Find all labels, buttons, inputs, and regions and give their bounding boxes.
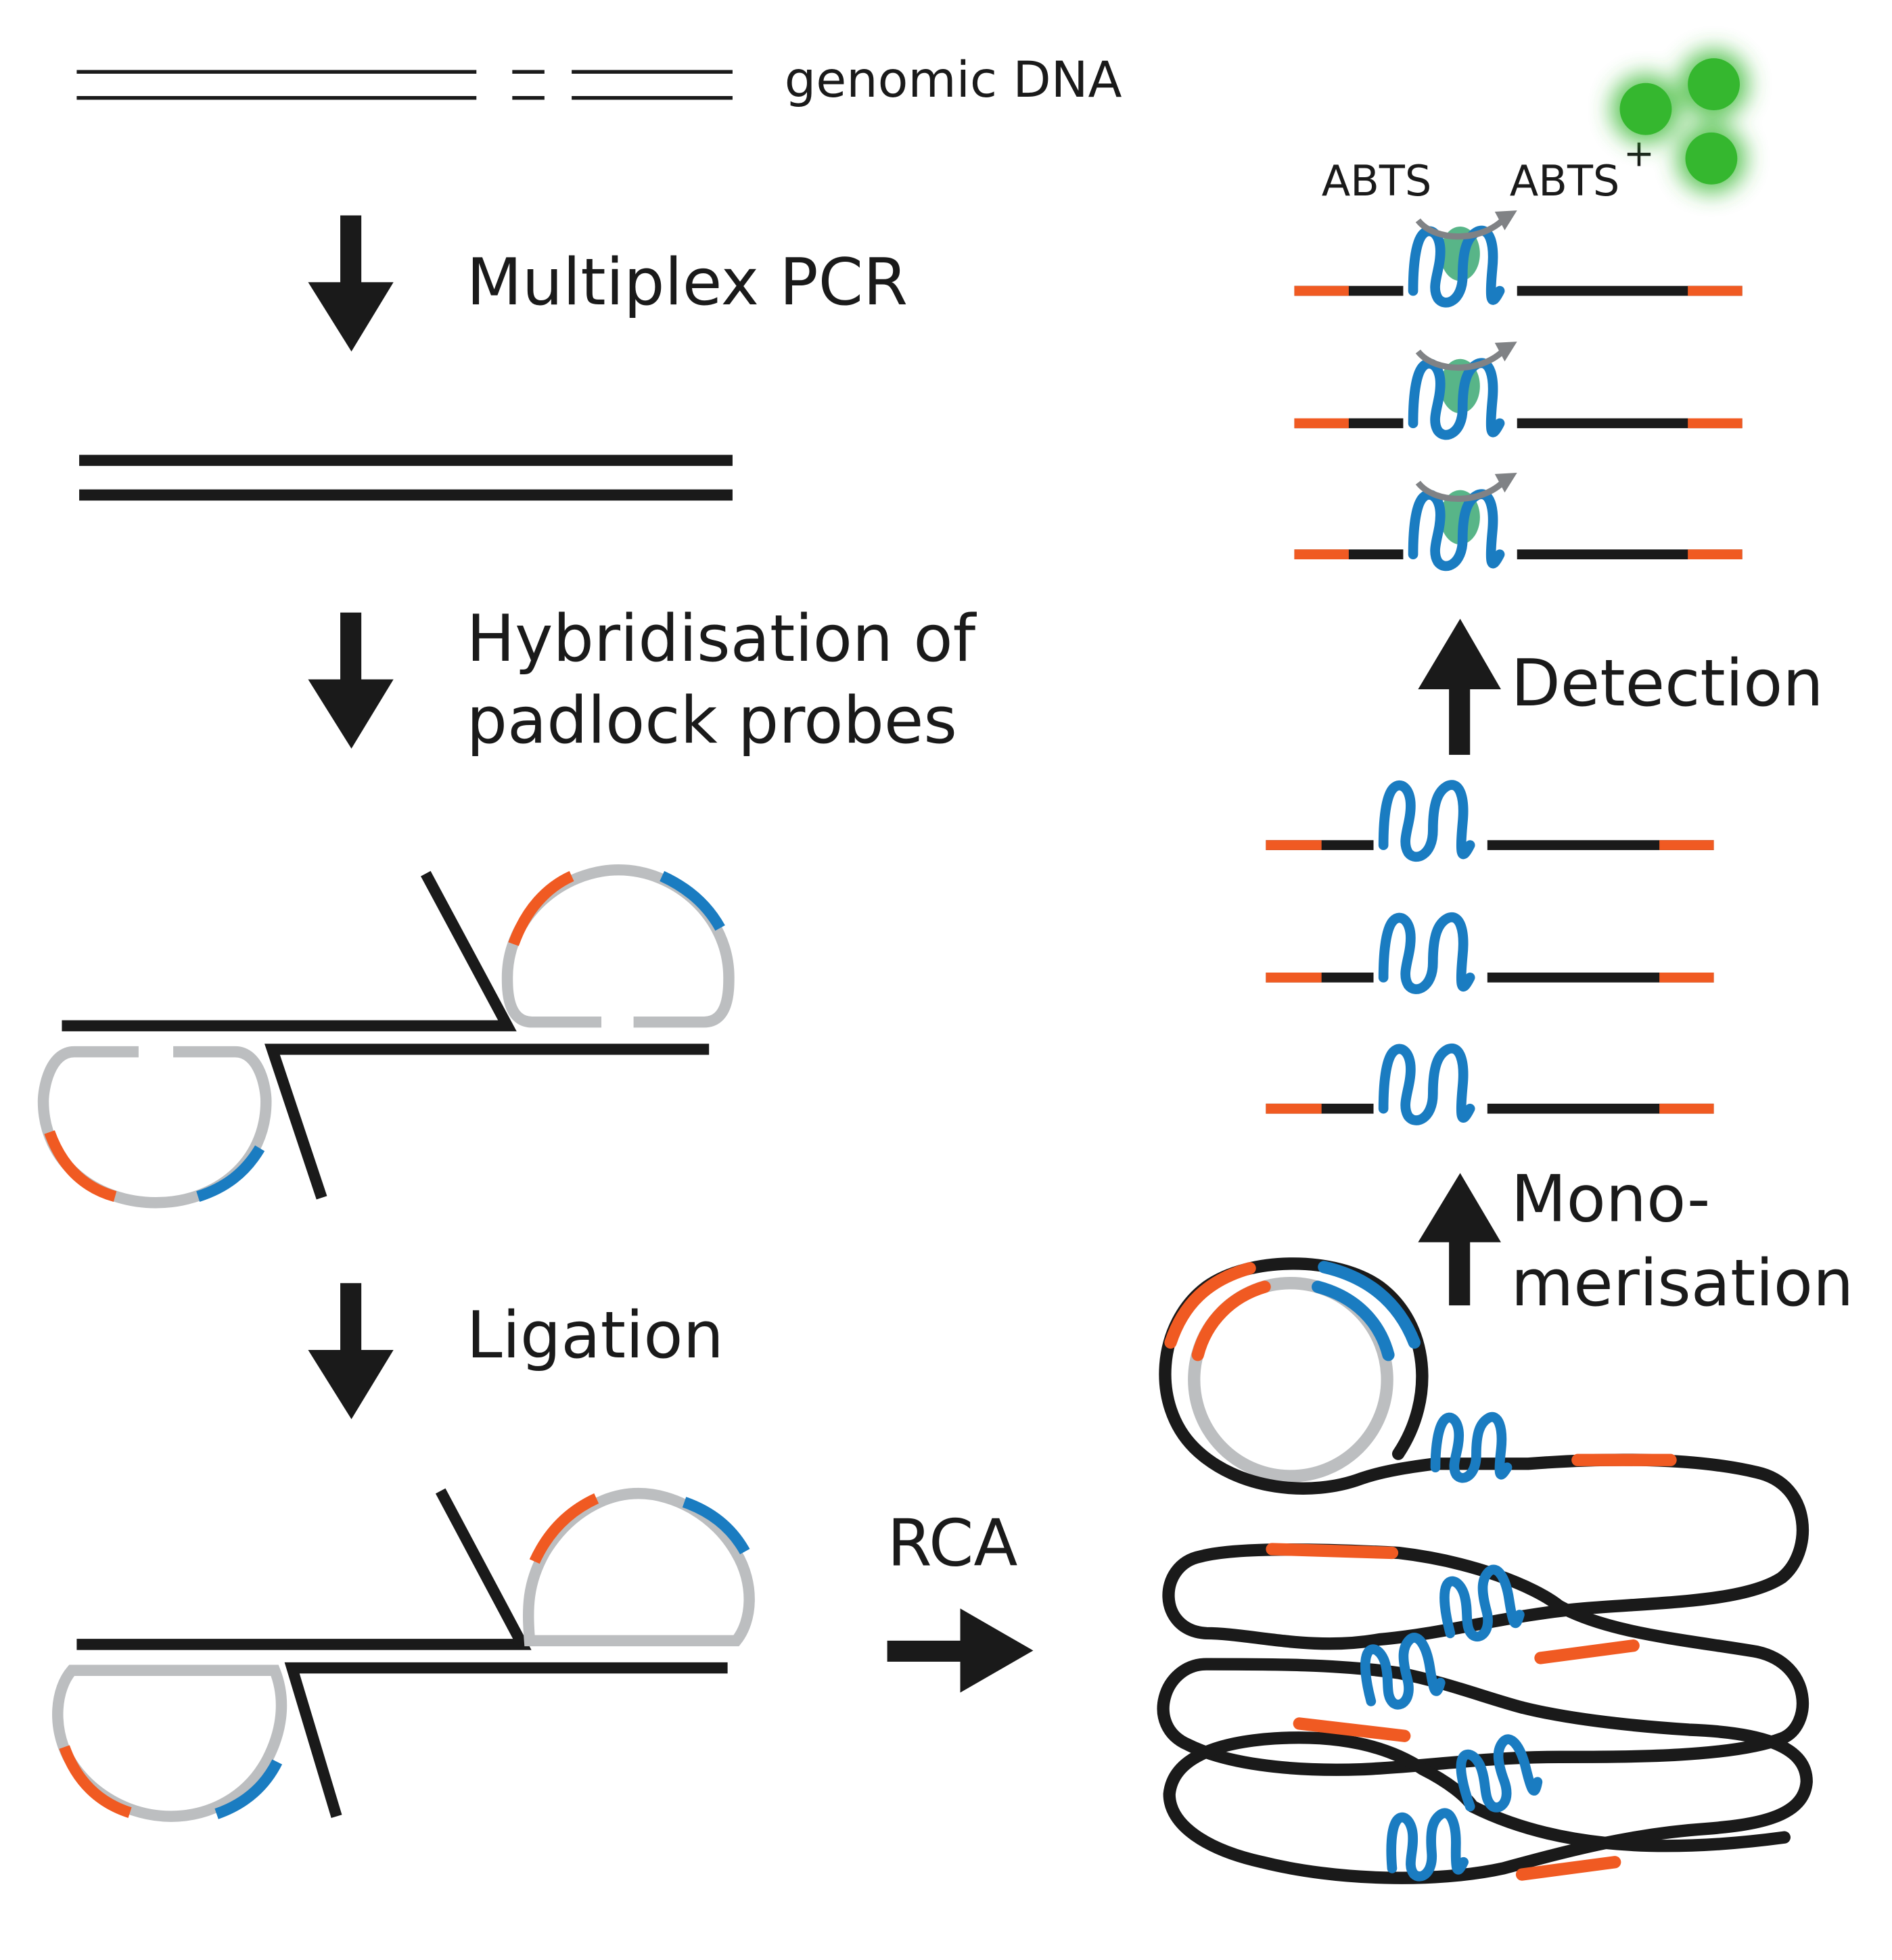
hybridisation-label-line2: padlock probes bbox=[467, 684, 957, 758]
abts-dot bbox=[1688, 58, 1740, 111]
monomerisation-label-line1: Mono- bbox=[1511, 1163, 1711, 1237]
arrow-down-ligation bbox=[308, 1283, 394, 1420]
abts-dot bbox=[1685, 132, 1738, 185]
rca-dnazymes bbox=[1358, 1417, 1542, 1879]
amplified-dna-strands bbox=[79, 454, 733, 501]
open-padlock-probe-upper bbox=[501, 864, 735, 1028]
abts-dot bbox=[1619, 83, 1672, 135]
arrow-up-detection bbox=[1418, 618, 1501, 755]
monomerisation-label-line2: merisation bbox=[1511, 1246, 1854, 1321]
arrow-up-monomerisation bbox=[1418, 1173, 1501, 1306]
closed-padlock-probe-upper bbox=[522, 1487, 755, 1647]
arrow-right-rca bbox=[887, 1608, 1034, 1693]
abts-plus-label: ABTS bbox=[1510, 156, 1620, 206]
multiplex-pcr-label: Multiplex PCR bbox=[467, 246, 908, 320]
open-padlock-probe-lower bbox=[37, 1046, 272, 1209]
arrow-down-pcr bbox=[308, 215, 394, 352]
ligation-label: Ligation bbox=[467, 1299, 724, 1373]
hybridisation-label-line1: Hybridisation of bbox=[467, 602, 977, 676]
rca-product bbox=[1157, 1257, 1813, 1884]
closed-padlock-probe-lower bbox=[52, 1664, 287, 1822]
detection-monomers bbox=[1294, 285, 1743, 560]
arrow-down-hybridisation bbox=[308, 612, 394, 749]
abts-label: ABTS bbox=[1322, 156, 1432, 206]
rca-label: RCA bbox=[887, 1506, 1018, 1581]
hybridised-dna bbox=[62, 870, 710, 1200]
catalytic-arcs bbox=[1415, 210, 1517, 503]
detection-dnazymes bbox=[1403, 210, 1517, 574]
monomers bbox=[1266, 840, 1714, 1114]
genomic-dna-strands bbox=[76, 70, 733, 100]
monomer-dnazymes bbox=[1373, 767, 1487, 1127]
detection-label: Detection bbox=[1511, 647, 1824, 721]
oxidised-abts-dots bbox=[1611, 49, 1749, 193]
ligated-dna bbox=[76, 1488, 728, 1818]
genomic-dna-label: genomic DNA bbox=[785, 51, 1122, 109]
